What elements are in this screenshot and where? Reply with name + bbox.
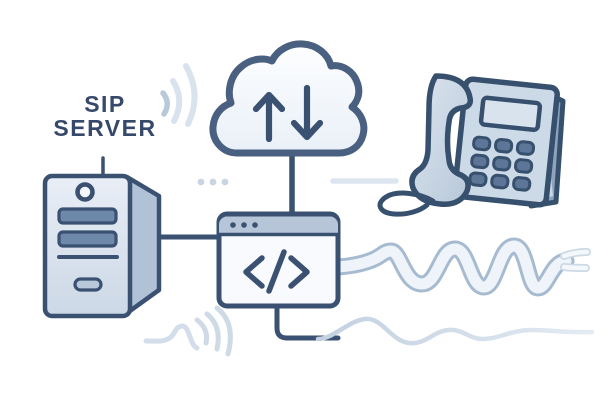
phone-cord xyxy=(377,190,436,217)
upload-arrow-icon xyxy=(252,91,286,143)
keypad-button xyxy=(490,173,510,190)
window-dots xyxy=(230,222,258,228)
cloud-outline xyxy=(209,40,368,157)
server-slot-1 xyxy=(57,207,118,225)
window-titlebar xyxy=(219,216,338,234)
keypad-button xyxy=(514,158,534,174)
download-arrow-icon xyxy=(290,84,324,141)
keypad-button xyxy=(494,137,514,154)
ellipsis-dots-icon xyxy=(197,178,229,186)
connector-lines xyxy=(159,151,341,341)
keypad-button xyxy=(472,135,492,152)
dot-3 xyxy=(221,178,229,186)
accent-strokes xyxy=(143,63,595,357)
squiggle-line xyxy=(143,323,200,351)
signal-arc-2 xyxy=(170,78,183,124)
wave-fill xyxy=(332,240,572,294)
window-dot-2 xyxy=(241,222,247,228)
fan-arc-3 xyxy=(214,305,233,357)
phone-handset xyxy=(409,73,474,207)
keypad-button xyxy=(468,171,488,188)
signal-arc-1 xyxy=(160,90,170,117)
server-power-led xyxy=(75,182,95,202)
keypad-button xyxy=(492,155,512,172)
keypad-button xyxy=(470,153,490,170)
signal-waves-icon xyxy=(160,63,198,127)
phone-display xyxy=(478,95,543,133)
sip-server-label: SIP SERVER xyxy=(38,92,172,140)
cloud-transfer-icon xyxy=(209,40,368,157)
keypad-button xyxy=(515,140,536,156)
window-dot-1 xyxy=(230,222,236,228)
audio-wave-thin-icon xyxy=(315,316,595,346)
connector-window-down xyxy=(274,301,341,341)
server-tower-icon xyxy=(42,156,162,319)
phone-keypad xyxy=(468,135,536,192)
audio-wave-thick-icon xyxy=(329,237,591,297)
code-window-icon xyxy=(216,211,341,309)
fan-arc-1 xyxy=(194,317,210,346)
fan-arc-2 xyxy=(204,311,221,352)
wave-fork-top xyxy=(561,249,590,259)
sip-server-label-line1: SIP xyxy=(84,91,126,117)
dot-2 xyxy=(209,178,217,186)
phone-body-group xyxy=(452,76,560,208)
server-handle xyxy=(73,277,103,292)
window-dot-3 xyxy=(252,222,258,228)
code-glyph-icon xyxy=(243,249,310,294)
signal-arc-3 xyxy=(183,63,198,127)
code-angle-left xyxy=(243,255,265,289)
code-slash xyxy=(266,249,287,294)
desk-phone-icon xyxy=(377,73,566,217)
server-slot-2 xyxy=(57,230,118,248)
wave-fork-bottom xyxy=(561,264,589,271)
sound-squiggle-icon xyxy=(143,305,233,357)
code-angle-right xyxy=(288,255,310,289)
sip-server-label-line2: SERVER xyxy=(53,115,157,141)
dot-1 xyxy=(197,178,205,186)
keypad-button xyxy=(512,176,532,192)
